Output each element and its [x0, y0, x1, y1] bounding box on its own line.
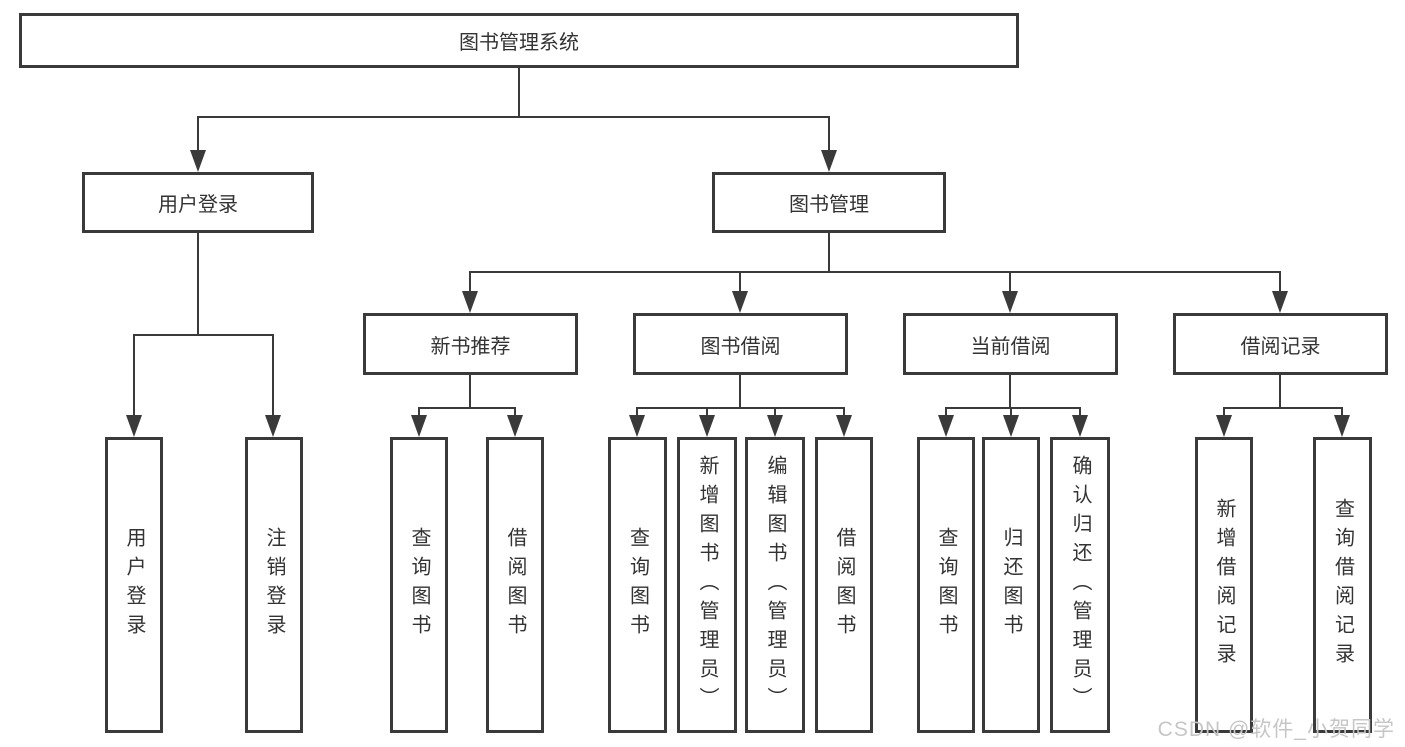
- leaf-borrow-edit-admin: 编辑图书（管理员）: [745, 437, 805, 733]
- connector-line: [774, 407, 776, 420]
- leaf-record-query: 查询借阅记录: [1313, 437, 1372, 733]
- arrow-down-icon: [821, 150, 837, 172]
- leaf-user-login: 用户登录: [105, 437, 163, 733]
- arrow-down-icon: [1334, 415, 1350, 437]
- connector-line: [1279, 374, 1281, 409]
- connector-line: [706, 407, 708, 420]
- connector-line: [945, 407, 947, 420]
- connector-line: [469, 271, 1281, 273]
- connector-line: [1223, 407, 1343, 409]
- leaf-newbook-borrow-label: 借阅图书: [504, 527, 526, 643]
- connector-line: [469, 374, 471, 409]
- node-root-label: 图书管理系统: [459, 32, 579, 54]
- arrow-down-icon: [629, 415, 645, 437]
- node-borrow-records: 借阅记录: [1173, 313, 1388, 375]
- leaf-current-query: 查询图书: [917, 437, 975, 733]
- leaf-current-confirm-admin: 确认归还（管理员）: [1050, 437, 1110, 733]
- node-root: 图书管理系统: [19, 13, 1019, 68]
- arrow-down-icon: [126, 415, 142, 437]
- connector-line: [1010, 407, 1012, 420]
- connector-line: [518, 67, 520, 118]
- arrow-down-icon: [265, 415, 281, 437]
- connector-line: [1079, 407, 1081, 420]
- connector-line: [636, 407, 638, 420]
- leaf-current-query-label: 查询图书: [935, 527, 957, 643]
- arrow-down-icon: [411, 415, 427, 437]
- node-new-book-rec-label: 新书推荐: [430, 335, 511, 358]
- node-current-borrow-label: 当前借阅: [970, 335, 1051, 358]
- leaf-borrow-query-label: 查询图书: [626, 527, 649, 643]
- leaf-newbook-borrow: 借阅图书: [486, 437, 544, 733]
- node-borrow-records-label: 借阅记录: [1240, 335, 1321, 358]
- arrow-down-icon: [1072, 415, 1088, 437]
- node-user-login-label: 用户登录: [158, 194, 238, 216]
- connector-line: [739, 271, 741, 295]
- connector-line: [197, 232, 199, 336]
- connector-line: [739, 374, 741, 409]
- connector-line: [272, 334, 274, 420]
- leaf-borrow-add-admin: 新增图书（管理员）: [677, 437, 737, 733]
- leaf-record-add: 新增借阅记录: [1195, 437, 1253, 733]
- connector-line: [1279, 271, 1281, 295]
- node-user-login: 用户登录: [82, 172, 314, 233]
- node-book-borrow-label: 图书借阅: [700, 335, 781, 358]
- leaf-record-add-label: 新增借阅记录: [1213, 498, 1235, 672]
- connector-line: [1341, 407, 1343, 420]
- leaf-borrow-edit-admin-label: 编辑图书（管理员）: [764, 454, 786, 716]
- arrow-down-icon: [699, 415, 715, 437]
- leaf-user-login-label: 用户登录: [123, 527, 145, 643]
- connector-line: [469, 271, 471, 295]
- connector-line: [843, 407, 845, 420]
- leaf-current-return-label: 归还图书: [1000, 527, 1022, 643]
- connector-line: [1009, 374, 1011, 409]
- arrow-down-icon: [507, 415, 523, 437]
- arrow-down-icon: [1003, 415, 1019, 437]
- connector-line: [418, 407, 420, 420]
- arrow-down-icon: [938, 415, 954, 437]
- node-book-borrow: 图书借阅: [633, 313, 848, 375]
- leaf-borrow-add-admin-label: 新增图书（管理员）: [696, 454, 718, 716]
- arrow-down-icon: [190, 150, 206, 172]
- connector-line: [514, 407, 516, 420]
- leaf-borrow-book: 借阅图书: [815, 437, 873, 733]
- node-new-book-rec: 新书推荐: [363, 313, 578, 375]
- arrow-down-icon: [836, 415, 852, 437]
- node-current-borrow: 当前借阅: [903, 313, 1118, 375]
- node-book-mgmt: 图书管理: [712, 172, 946, 233]
- connector-line: [133, 334, 135, 420]
- connector-line: [636, 407, 845, 409]
- arrow-down-icon: [767, 415, 783, 437]
- leaf-current-return: 归还图书: [982, 437, 1040, 733]
- csdn-watermark: CSDN @软件_小贺同学: [1157, 718, 1395, 741]
- leaf-record-query-label: 查询借阅记录: [1331, 498, 1354, 672]
- leaf-newbook-query-label: 查询图书: [408, 527, 430, 643]
- leaf-logout: 注销登录: [245, 437, 303, 733]
- connector-line: [945, 407, 1081, 409]
- leaf-newbook-query: 查询图书: [390, 437, 448, 733]
- leaf-borrow-book-label: 借阅图书: [833, 527, 855, 643]
- arrow-down-icon: [1216, 415, 1232, 437]
- connector-line: [418, 407, 516, 409]
- connector-line: [828, 116, 830, 156]
- leaf-current-confirm-admin-label: 确认归还（管理员）: [1069, 454, 1091, 716]
- connector-line: [197, 116, 830, 118]
- leaf-logout-label: 注销登录: [263, 527, 285, 643]
- connector-line: [197, 116, 199, 156]
- arrow-down-icon: [1002, 291, 1018, 313]
- connector-line: [133, 334, 274, 336]
- arrow-down-icon: [1272, 291, 1288, 313]
- arrow-down-icon: [462, 291, 478, 313]
- connector-line: [1223, 407, 1225, 420]
- node-book-mgmt-label: 图书管理: [789, 194, 869, 216]
- connector-line: [1009, 271, 1011, 295]
- arrow-down-icon: [732, 291, 748, 313]
- connector-line: [828, 232, 830, 273]
- leaf-borrow-query: 查询图书: [608, 437, 667, 733]
